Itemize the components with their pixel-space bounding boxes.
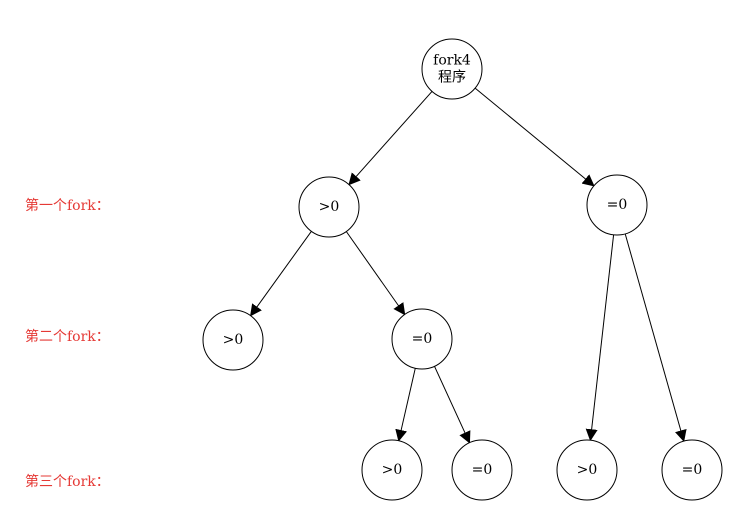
- edge-l2-child-a-to-l3-child-a: [434, 366, 471, 444]
- edges: [250, 87, 687, 444]
- edge-l1-parent-to-l2-parent-a: [250, 231, 312, 317]
- node-l3-parent-b: >0: [556, 439, 618, 501]
- edge-root-to-l1-child: [474, 87, 595, 187]
- node-l2-parent-a: >0: [202, 309, 264, 371]
- node-circle: [391, 308, 453, 370]
- edge-l1-parent-to-l2-child-a: [345, 231, 406, 316]
- node-l1-parent: >0: [298, 176, 360, 238]
- level-labels: 第一个fork： 第二个fork： 第三个fork：: [25, 197, 110, 490]
- node-label: 程序: [438, 70, 466, 86]
- node-l3-child-b: =0: [661, 439, 723, 501]
- edge-root-to-l1-parent: [348, 91, 433, 186]
- node-label: fork4: [433, 53, 471, 69]
- node-circle: [421, 38, 483, 100]
- node-label: >0: [319, 199, 340, 215]
- node-circle: [202, 309, 264, 371]
- node-label: =0: [412, 331, 433, 347]
- node-label: =0: [472, 462, 493, 478]
- node-l1-child: =0: [586, 174, 648, 236]
- node-l2-child-a: =0: [391, 308, 453, 370]
- node-l3-parent-a: >0: [361, 439, 423, 501]
- node-label: >0: [577, 462, 598, 478]
- node-circle: [451, 439, 513, 501]
- node-label: >0: [223, 332, 244, 348]
- node-circle: [361, 439, 423, 501]
- fork-level-label-1: 第一个fork：: [25, 197, 110, 214]
- edge-l1-child-to-l3-child-b: [624, 233, 687, 443]
- node-label: >0: [382, 462, 403, 478]
- node-label: =0: [607, 197, 628, 213]
- edge-l1-child-to-l3-parent-b: [585, 234, 615, 442]
- fork-level-label-2: 第二个fork：: [25, 328, 110, 345]
- node-circle: [586, 174, 648, 236]
- node-circle: [298, 176, 360, 238]
- fork-level-label-3: 第三个fork：: [25, 473, 110, 490]
- node-circle: [661, 439, 723, 501]
- edge-l2-child-a-to-l3-parent-a: [395, 368, 416, 442]
- node-l3-child-a: =0: [451, 439, 513, 501]
- node-circle: [556, 439, 618, 501]
- node-label: =0: [682, 462, 703, 478]
